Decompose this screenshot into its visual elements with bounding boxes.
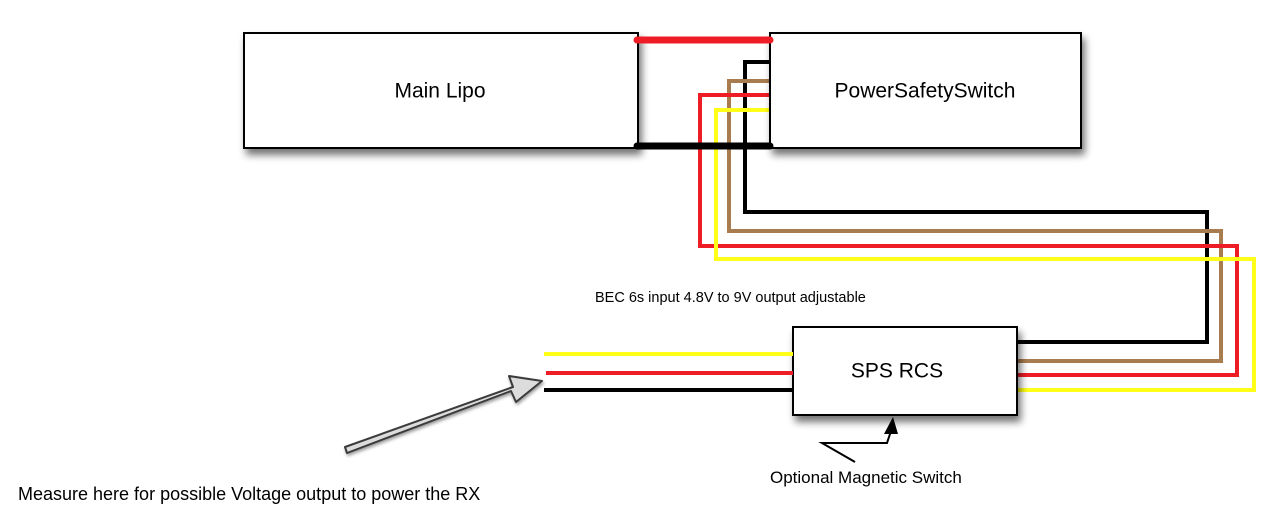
power-safety-switch-label: PowerSafetySwitch	[835, 80, 1016, 103]
sps-rcs-label: SPS RCS	[851, 360, 943, 383]
bec-note: BEC 6s input 4.8V to 9V output adjustabl…	[595, 290, 866, 306]
main-lipo-label: Main Lipo	[394, 80, 485, 103]
magnetic-switch-callout	[818, 417, 898, 463]
measure-arrow-icon	[344, 375, 543, 454]
power-safety-switch-node: PowerSafetySwitch	[769, 32, 1082, 149]
rx-output-wires	[544, 352, 793, 392]
wire-black	[743, 60, 1209, 344]
wire-yellow	[714, 108, 1256, 392]
callout-arrowhead-icon	[884, 417, 898, 434]
wire-red	[698, 93, 1239, 377]
main-lipo-node: Main Lipo	[243, 32, 639, 149]
magnetic-switch-label: Optional Magnetic Switch	[770, 468, 962, 487]
measure-note: Measure here for possible Voltage output…	[18, 484, 480, 504]
sps-rcs-node: SPS RCS	[792, 326, 1018, 416]
wire-bundle-pss-to-rcs	[698, 60, 1256, 392]
wire-brown	[727, 79, 1223, 363]
